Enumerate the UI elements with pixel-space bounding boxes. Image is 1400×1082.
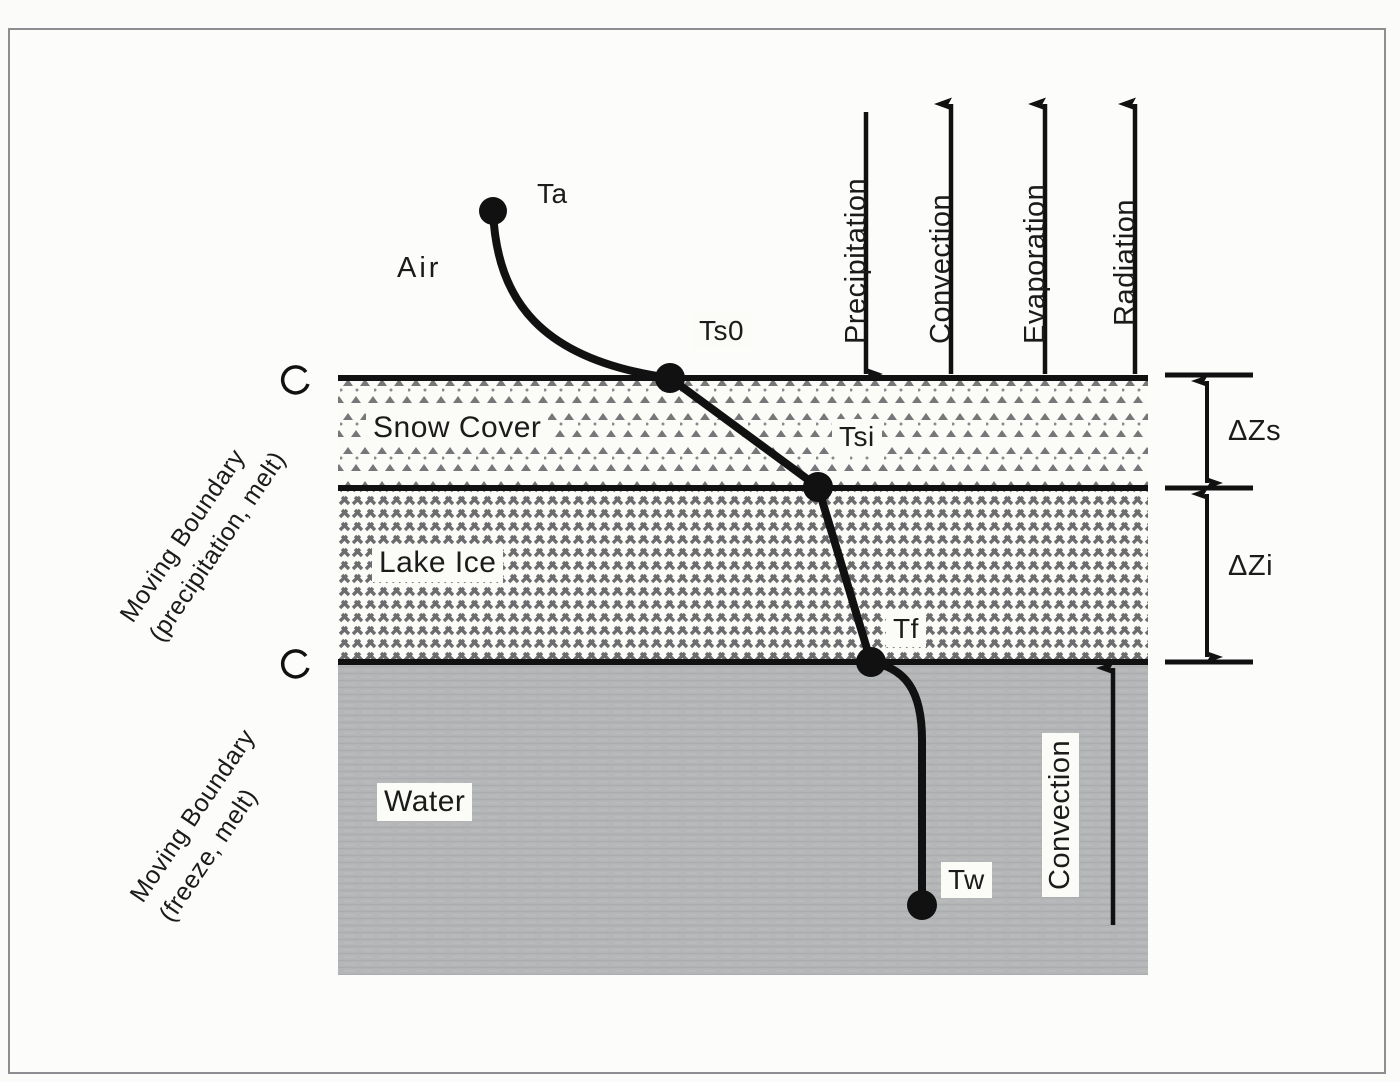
lower-boundary-leader	[280, 649, 310, 679]
flux-label-convection: Convection	[925, 193, 957, 344]
ice-layer-label: Lake Ice	[372, 544, 504, 582]
profile-snow-segment	[666, 374, 822, 491]
flux-label-precipitation: Precipitation	[840, 177, 872, 344]
air-layer-label: Air	[397, 252, 442, 284]
surface-flux-arrows	[863, 97, 1138, 381]
dimension-label-dzs: ΔZs	[1228, 415, 1282, 447]
node-label-tf: Tf	[886, 611, 926, 647]
node-tf	[856, 647, 886, 677]
water-layer-body	[338, 662, 1148, 975]
thickness-dimension-group	[1165, 372, 1253, 665]
flux-label-water-convection: Convection	[1042, 732, 1079, 897]
upper-boundary-leader	[280, 365, 310, 395]
node-ts0	[655, 363, 685, 393]
temperature-profile-nodes	[479, 197, 937, 920]
node-tw	[907, 890, 937, 920]
flux-label-radiation: Radiation	[1109, 198, 1141, 326]
node-label-ts0: Ts0	[692, 313, 752, 349]
layer-bodies	[338, 379, 1148, 975]
flux-label-evaporation: Evaporation	[1019, 183, 1051, 344]
profile-air-segment	[489, 207, 674, 382]
node-tsi	[803, 472, 833, 502]
water-layer-label: Water	[377, 783, 473, 821]
node-ta	[479, 197, 507, 225]
snow-layer-label: Snow Cover	[366, 409, 549, 447]
profile-ice-segment	[814, 483, 875, 666]
moving-boundary-leaders	[280, 365, 310, 679]
dimension-label-dzi: ΔZi	[1228, 550, 1274, 582]
node-label-tsi: Tsi	[832, 419, 882, 455]
node-label-tw: Tw	[941, 862, 992, 898]
layer-boundaries	[338, 375, 1148, 665]
node-label-ta: Ta	[537, 178, 568, 209]
